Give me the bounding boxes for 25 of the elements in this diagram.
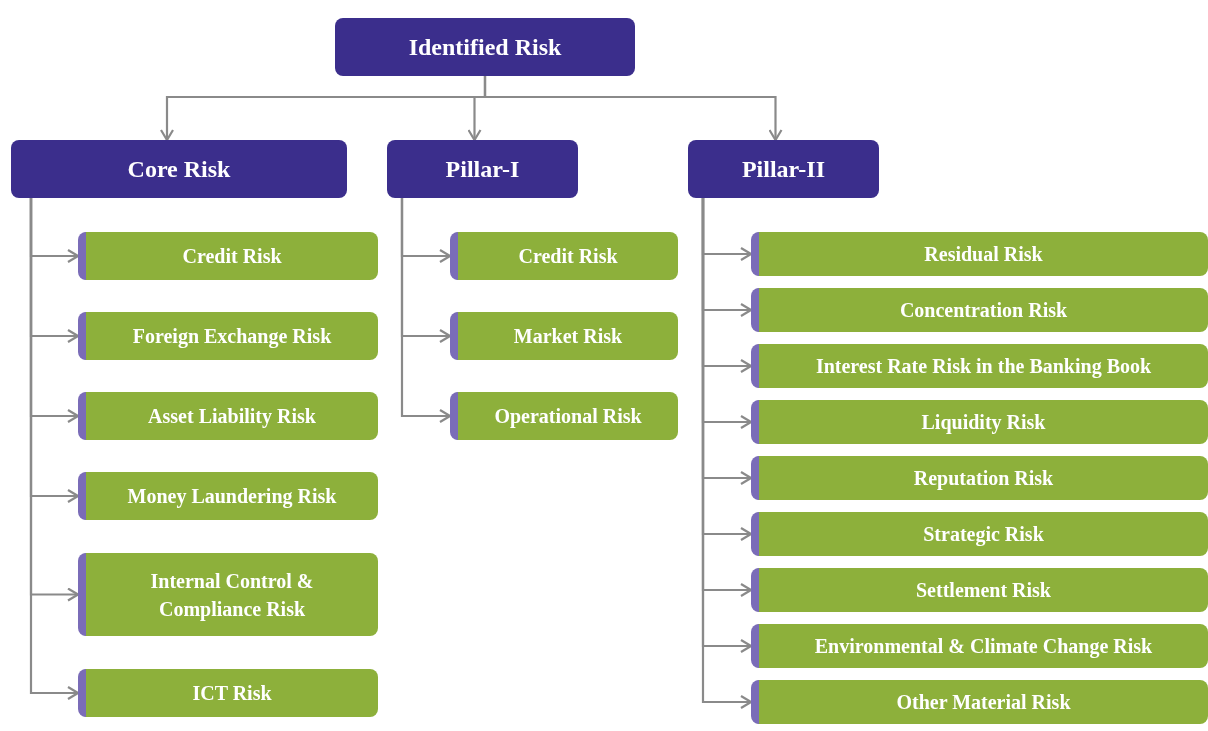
category-box: Core Risk [11, 140, 347, 198]
risk-box: Credit Risk [450, 232, 678, 280]
risk-box: Environmental & Climate Change Risk [751, 624, 1208, 668]
category-box: Pillar-II [688, 140, 879, 198]
risk-box: Market Risk [450, 312, 678, 360]
risk-box: Strategic Risk [751, 512, 1208, 556]
risk-box: Residual Risk [751, 232, 1208, 276]
risk-box: Other Material Risk [751, 680, 1208, 724]
risk-box: Interest Rate Risk in the Banking Book [751, 344, 1208, 388]
category-box: Identified Risk [335, 18, 635, 76]
category-box: Pillar-I [387, 140, 578, 198]
arrow [483, 76, 783, 142]
risk-box: Reputation Risk [751, 456, 1208, 500]
risk-box: Money Laundering Risk [78, 472, 378, 520]
risk-box: Foreign Exchange Risk [78, 312, 378, 360]
risk-box: ICT Risk [78, 669, 378, 717]
risk-box: Internal Control & Compliance Risk [78, 553, 378, 636]
risk-box: Operational Risk [450, 392, 678, 440]
risk-box: Settlement Risk [751, 568, 1208, 612]
risk-box: Liquidity Risk [751, 400, 1208, 444]
risk-box: Asset Liability Risk [78, 392, 378, 440]
risk-box: Concentration Risk [751, 288, 1208, 332]
risk-box: Credit Risk [78, 232, 378, 280]
arrow [400, 198, 452, 424]
arrow [29, 198, 80, 701]
